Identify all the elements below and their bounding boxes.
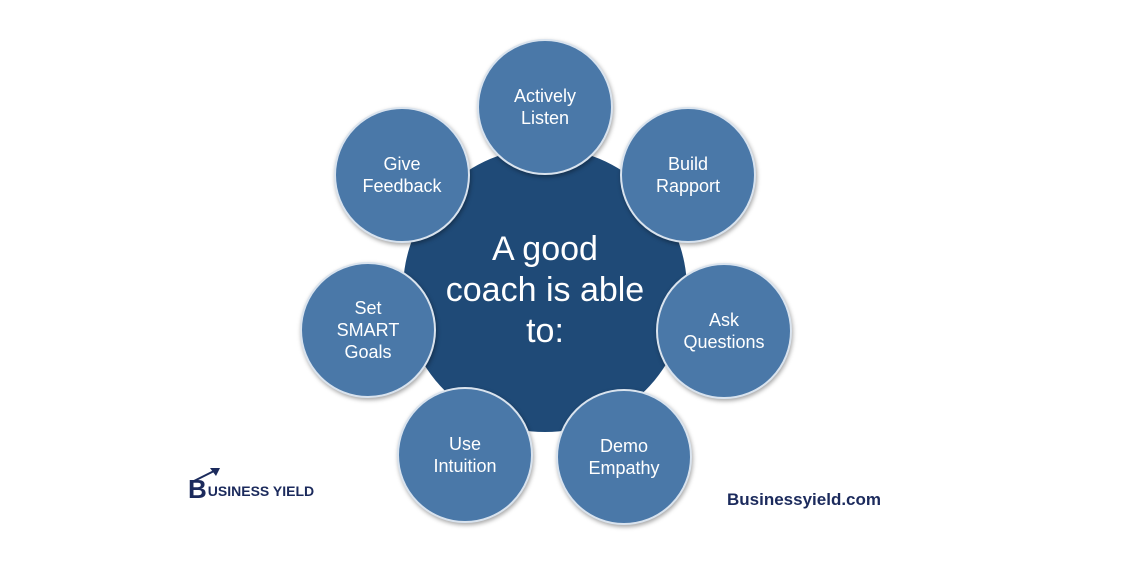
node-label: Demo Empathy [588, 436, 660, 478]
node-give-feedback: Give Feedback [334, 107, 470, 243]
node-label: Actively Listen [513, 86, 576, 128]
node-label: Build Rapport [655, 154, 721, 196]
logo-letter: B [188, 468, 220, 502]
node-use-intuition: Use Intuition [397, 387, 533, 523]
node-set-smart-goals: Set SMART Goals [300, 262, 436, 398]
node-label: Set SMART Goals [336, 298, 400, 362]
node-actively-listen: Actively Listen [477, 39, 613, 175]
node-label: Use Intuition [433, 434, 497, 476]
center-label: A good coach is able to: [445, 229, 645, 350]
logo-text: USINESS YIELD [207, 483, 315, 499]
node-ask-questions: Ask Questions [656, 263, 792, 399]
business-yield-logo: B USINESS YIELD [188, 468, 315, 502]
website-label: Businessyield.com [727, 490, 882, 509]
node-label: Ask Questions [683, 310, 765, 352]
arrow-icon [193, 468, 220, 482]
node-build-rapport: Build Rapport [620, 107, 756, 243]
node-demo-empathy: Demo Empathy [556, 389, 692, 525]
node-label: Give Feedback [362, 154, 442, 196]
